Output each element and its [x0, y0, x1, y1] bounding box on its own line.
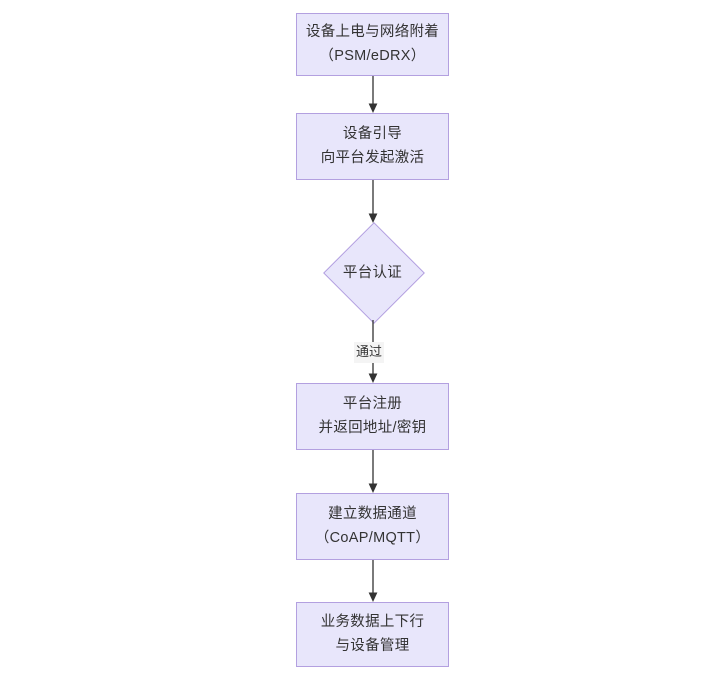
- flow-node-business-data[interactable]: 业务数据上下行 与设备管理: [296, 602, 449, 667]
- flow-node-platform-register-line2: 并返回地址/密钥: [318, 419, 427, 436]
- flow-node-platform-register-line1: 平台注册: [342, 396, 403, 413]
- flow-node-bootstrap[interactable]: 设备引导 向平台发起激活: [296, 113, 449, 180]
- flow-node-power-on-line2: （PSM/eDRX）: [319, 47, 426, 64]
- flow-node-business-data-line2: 与设备管理: [335, 637, 410, 654]
- flow-node-business-data-line1: 业务数据上下行: [320, 614, 425, 631]
- flow-node-platform-auth-label: 平台认证: [342, 265, 403, 281]
- flow-node-platform-register[interactable]: 平台注册 并返回地址/密钥: [296, 383, 449, 450]
- flow-node-power-on[interactable]: 设备上电与网络附着 （PSM/eDRX）: [296, 13, 449, 76]
- flow-connector-data-channel-to-business-data: [366, 560, 380, 603]
- flow-node-bootstrap-line1: 设备引导: [342, 126, 403, 143]
- flow-connector-bootstrap-to-platform-auth: [366, 180, 380, 224]
- flow-node-data-channel-line2: （CoAP/MQTT）: [314, 529, 431, 546]
- flow-node-bootstrap-line2: 向平台发起激活: [320, 149, 425, 166]
- flow-connector-platform-register-to-data-channel: [366, 450, 380, 494]
- flow-connector-power-on-to-bootstrap: [366, 76, 380, 114]
- flow-edge-label-pass: 通过: [354, 342, 385, 363]
- flow-node-data-channel[interactable]: 建立数据通道 （CoAP/MQTT）: [296, 493, 449, 560]
- flow-node-platform-auth[interactable]: 平台认证: [322, 221, 425, 324]
- flow-node-power-on-line1: 设备上电与网络附着: [305, 24, 440, 41]
- flow-node-data-channel-line1: 建立数据通道: [328, 506, 417, 523]
